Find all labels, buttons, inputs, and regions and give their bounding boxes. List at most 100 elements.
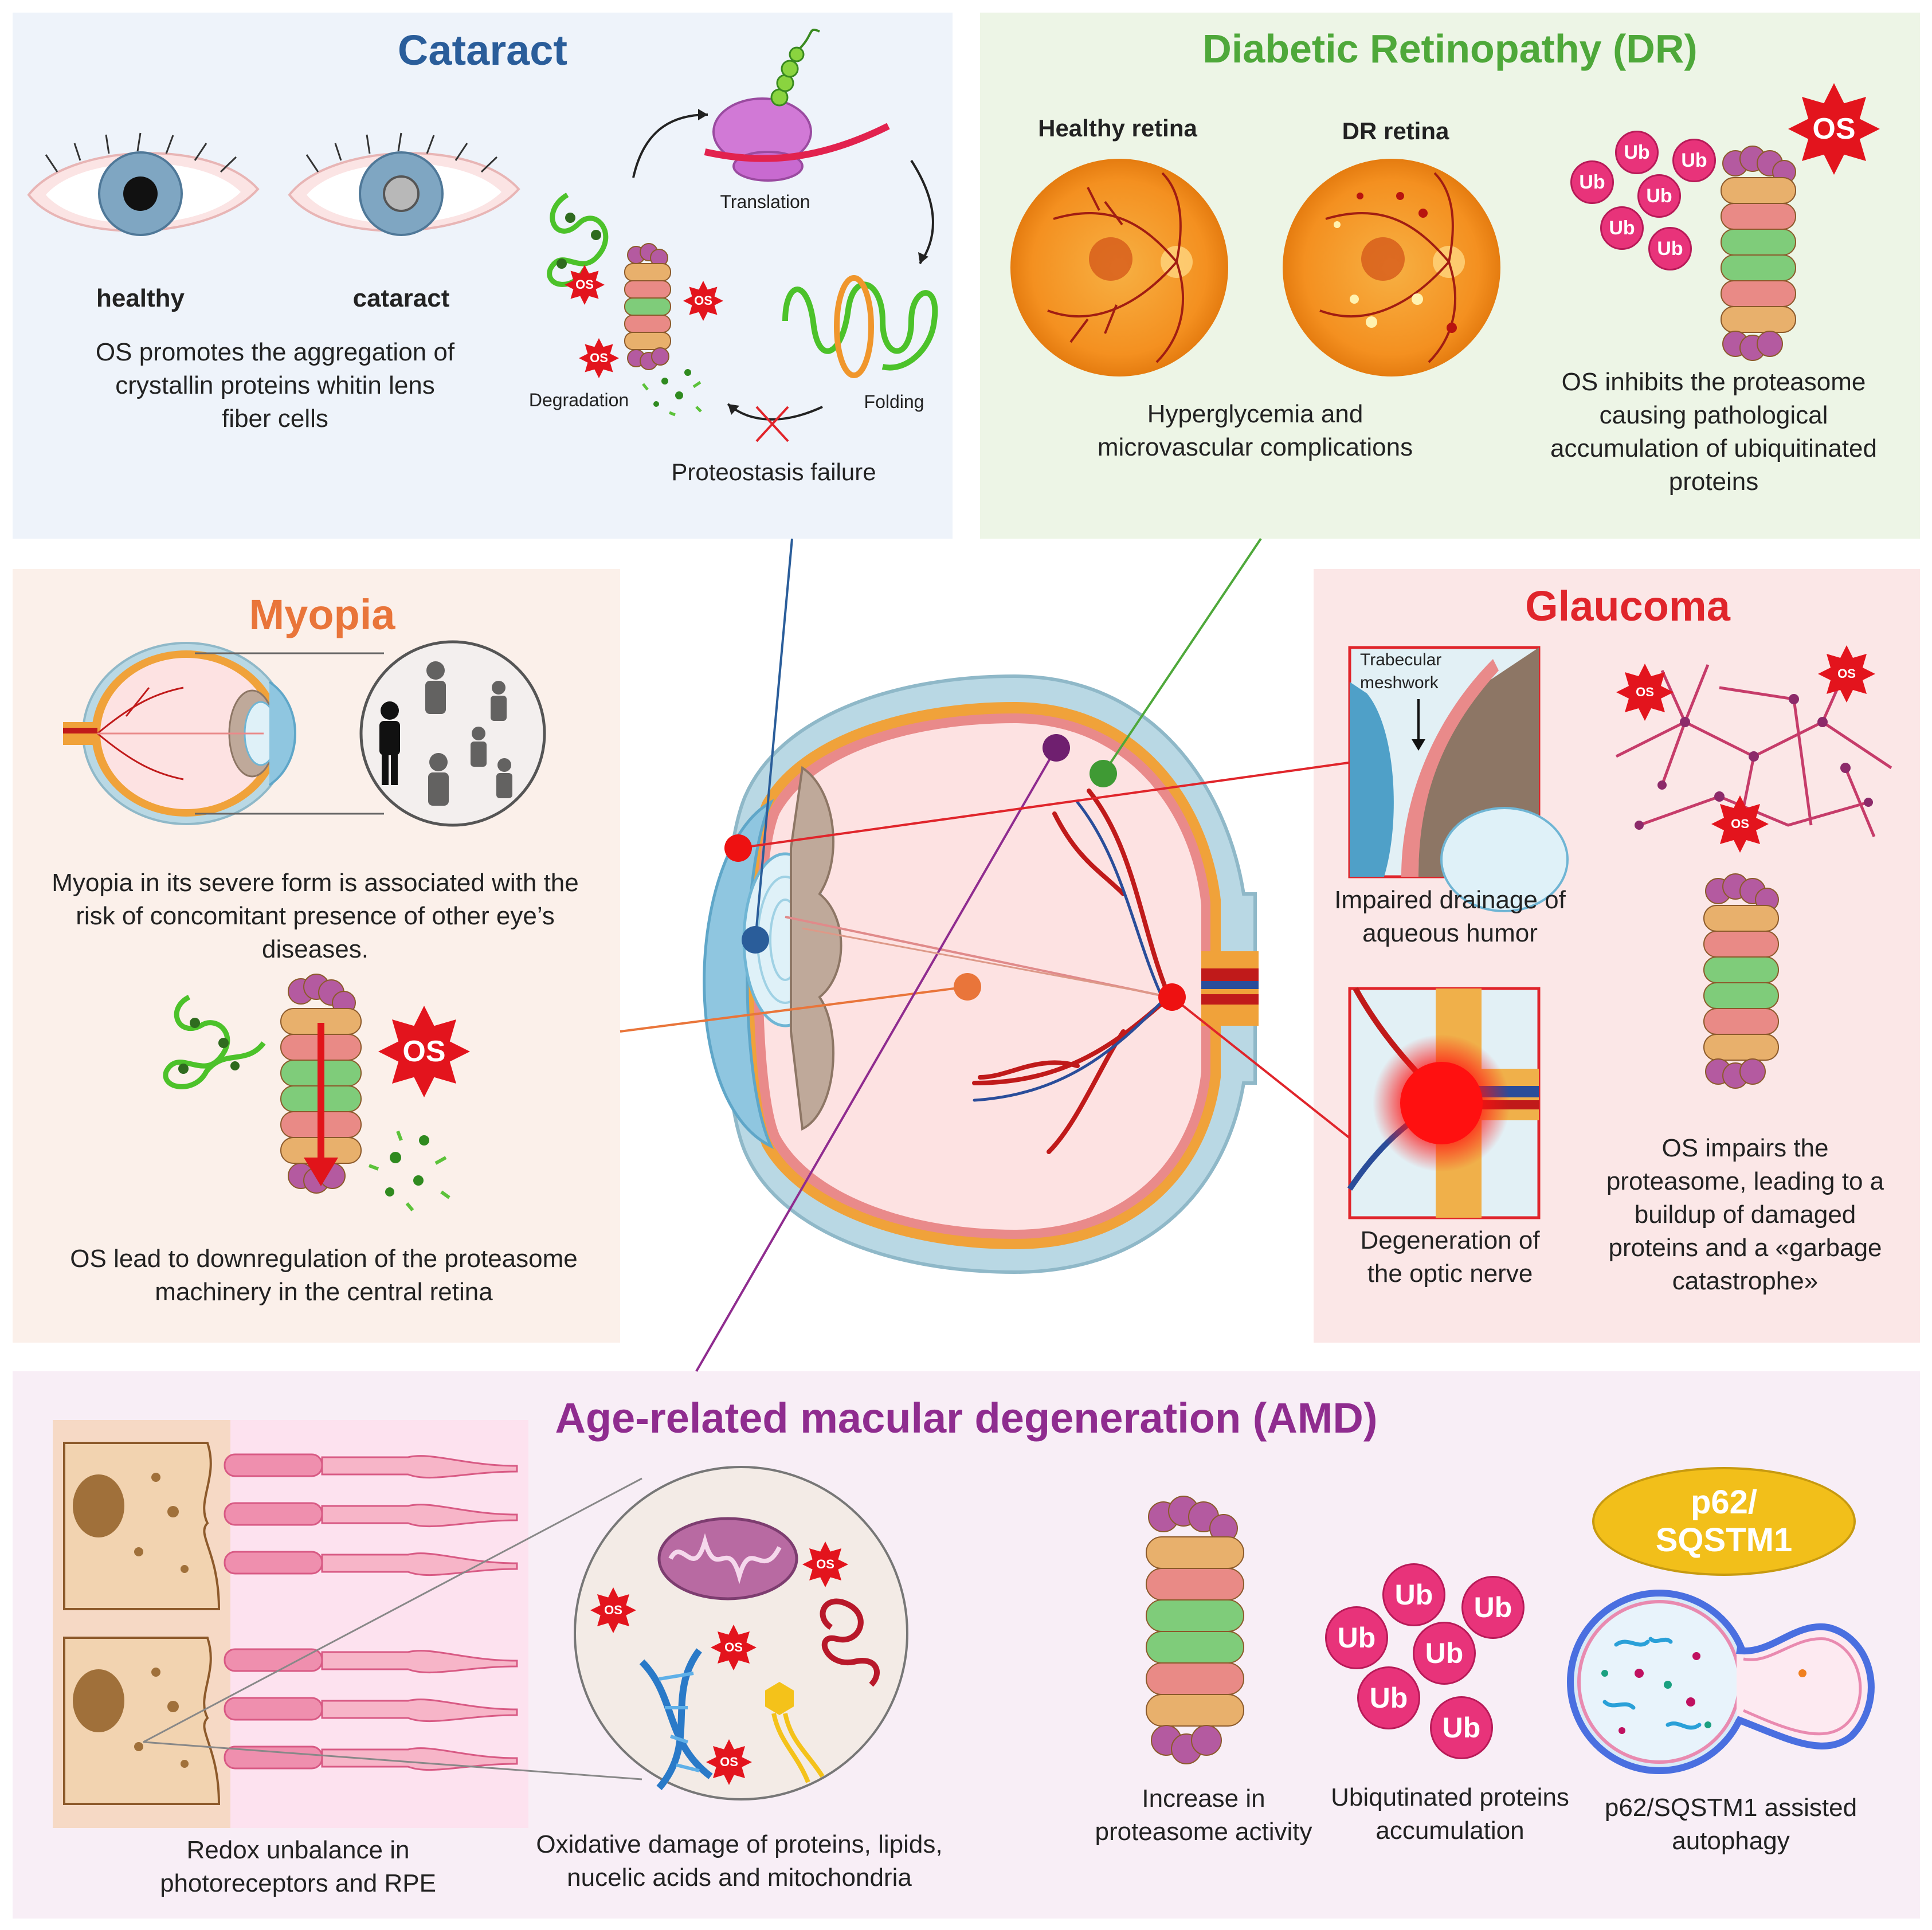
dr-proteasome-text: OS inhibits the proteasome causing patho… <box>1550 368 1877 496</box>
glaucoma-proteasome <box>1703 873 1779 1089</box>
amd-title: Age-related macular degeneration (AMD) <box>555 1394 1378 1442</box>
ub-label: Ub <box>1579 171 1605 193</box>
os-star: OS <box>711 1625 757 1670</box>
damaged-protein-network <box>1615 664 1892 843</box>
os-label: OS <box>1731 817 1749 831</box>
ub-label: Ub <box>1394 1579 1433 1611</box>
ub-circle: Ub <box>1600 206 1644 250</box>
myopia-proteasome-diagram <box>163 974 450 1211</box>
glaucoma-connector-top <box>738 761 1353 849</box>
optic-nerve-text: Degeneration of the optic nerve <box>1360 1226 1540 1288</box>
amd-marker <box>1043 734 1070 762</box>
glaucoma-proteasome-text: OS impairs the proteasome, leading to a … <box>1606 1134 1884 1295</box>
ub-circle: Ub <box>1570 160 1614 204</box>
ub-circle: Ub <box>1637 174 1681 218</box>
os-star: OS <box>1818 645 1875 703</box>
os-label: OS <box>694 293 712 308</box>
os-star: OS <box>579 338 619 378</box>
ub-label: Ub <box>1624 141 1650 163</box>
translation-label: Translation <box>720 191 810 212</box>
os-star: OS <box>590 1587 636 1633</box>
ub-label: Ub <box>1425 1637 1464 1669</box>
ub-accumulation-text: Ubiqutinated proteins accumulation <box>1331 1783 1569 1845</box>
ub-label: Ub <box>1657 237 1683 260</box>
os-star: OS <box>1616 664 1674 721</box>
amd-proteasome <box>1146 1496 1244 1764</box>
ub-label: Ub <box>1369 1682 1408 1714</box>
ub-circle: Ub <box>1461 1576 1525 1639</box>
ub-circle: Ub <box>1325 1606 1388 1669</box>
healthy-eye-illustration <box>27 132 260 236</box>
oxidative-text: Oxidative damage of proteins, lipids, nu… <box>536 1830 943 1892</box>
dr-title: Diabetic Retinopathy (DR) <box>1202 26 1698 71</box>
dr-connector <box>1102 538 1262 775</box>
degradation-label: Degradation <box>528 390 629 410</box>
os-star: OS <box>565 265 605 305</box>
trabecular-meshwork-inset <box>1348 646 1569 912</box>
os-star: OS <box>1788 83 1880 175</box>
ub-label: Ub <box>1681 149 1707 171</box>
os-star: OS <box>802 1541 848 1587</box>
ub-circle: Ub <box>1615 131 1659 174</box>
ub-label: Ub <box>1646 185 1672 207</box>
dr-retina-fundus <box>1283 159 1500 376</box>
os-label: OS <box>816 1557 834 1571</box>
ub-circle: Ub <box>1382 1563 1445 1626</box>
drainage-text: Impaired drainage of aqueous humor <box>1334 886 1566 947</box>
ub-label: Ub <box>1609 217 1635 239</box>
dr-retina-label: DR retina <box>1342 117 1449 144</box>
glaucoma-marker-angle <box>724 834 752 862</box>
ub-circle: Ub <box>1413 1622 1476 1685</box>
glaucoma-marker-nerve <box>1158 983 1186 1011</box>
p62-badge: p62/ SQSTM1 <box>1592 1467 1856 1576</box>
os-star: OS <box>378 1006 470 1097</box>
myopia-connector <box>620 986 968 1033</box>
cataract-eye-label: cataract <box>352 284 450 312</box>
myopia-downreg-text: OS lead to downregulation of the proteas… <box>70 1245 578 1306</box>
ub-label: Ub <box>1474 1591 1512 1623</box>
eye-cross-section <box>703 674 1259 1274</box>
autophagy-illustration <box>1567 1590 1875 1774</box>
glaucoma-title: Glaucoma <box>1525 582 1730 630</box>
ub-label: Ub <box>1337 1622 1376 1654</box>
os-label: OS <box>604 1603 622 1617</box>
cataract-description: OS promotes the aggregation of crystalli… <box>95 338 455 433</box>
trabecular-label: Trabecular meshwork <box>1360 650 1442 692</box>
myopia-title: Myopia <box>249 591 395 638</box>
os-star: OS <box>1711 795 1769 853</box>
os-label: OS <box>575 277 594 292</box>
ub-circle: Ub <box>1648 227 1692 270</box>
dr-proteasome <box>1721 146 1796 361</box>
ub-circle: Ub <box>1672 139 1716 182</box>
ub-circle: Ub <box>1357 1666 1420 1729</box>
os-label: OS <box>402 1035 446 1068</box>
healthy-eye-label: healthy <box>96 284 185 312</box>
os-label: OS <box>724 1640 743 1654</box>
autophagy-text: p62/SQSTM1 assisted autophagy <box>1604 1794 1857 1855</box>
amd-connector <box>695 747 1057 1372</box>
cataract-marker <box>742 926 769 954</box>
cataract-connector <box>754 538 793 940</box>
ub-circle: Ub <box>1430 1696 1493 1759</box>
myopia-marker <box>954 973 981 1001</box>
cataract-panel <box>13 13 953 539</box>
myopia-severe-text: Myopia in its severe form is associated … <box>52 869 579 963</box>
healthy-retina-label: Healthy retina <box>1038 115 1197 142</box>
os-label: OS <box>1636 685 1654 699</box>
os-label: OS <box>1837 666 1856 681</box>
ub-label: Ub <box>1442 1712 1481 1744</box>
photoreceptor-rpe-illustration <box>53 1420 528 1828</box>
cataract-title: Cataract <box>397 26 568 74</box>
hyperglycemia-text: Hyperglycemia and microvascular complica… <box>1097 400 1413 461</box>
optic-nerve-inset <box>1347 987 1541 1219</box>
increase-text: Increase in proteasome activity <box>1095 1784 1312 1846</box>
cataract-eye-illustration <box>288 132 520 236</box>
proteostasis-failure-label: Proteostasis failure <box>671 458 876 485</box>
oxidative-damage-circle <box>143 1466 908 1800</box>
os-label: OS <box>1812 112 1856 146</box>
myopic-eye-illustration <box>63 640 546 827</box>
os-label: OS <box>720 1755 738 1769</box>
folding-label: Folding <box>864 391 924 412</box>
healthy-retina-fundus <box>1010 159 1228 376</box>
